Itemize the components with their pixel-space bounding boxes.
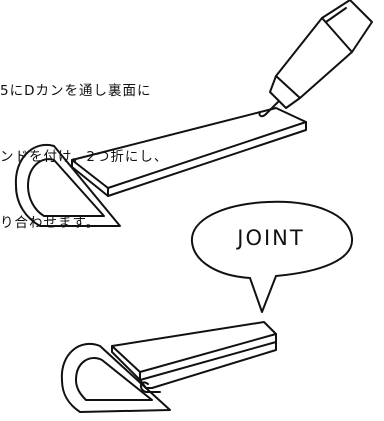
folded-strap (111, 321, 277, 389)
instruction-line-1: 5にDカンを通し裏面に (0, 83, 152, 99)
leather-strap-icon (71, 107, 307, 197)
speech-bubble (190, 200, 354, 313)
d-ring-icon (14, 143, 121, 227)
joint-label: JOINT (237, 226, 305, 250)
glue-tube-icon (258, 0, 373, 118)
d-ring-lower (60, 343, 171, 413)
